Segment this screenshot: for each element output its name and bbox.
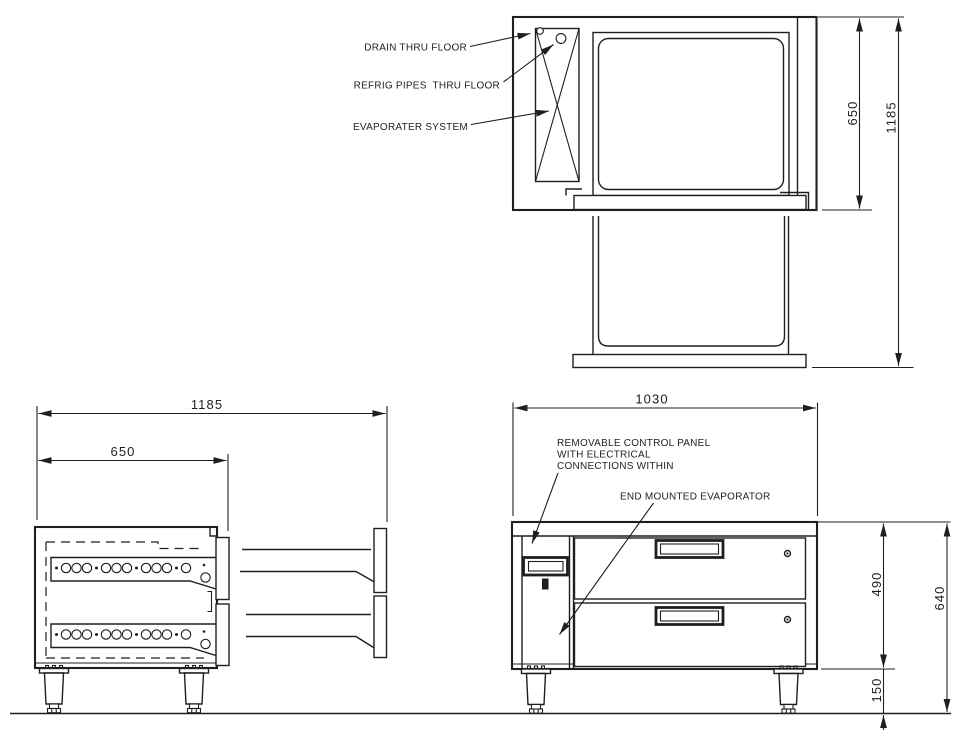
plan-rail-right-step [780, 191, 810, 210]
drawer1-handle [654, 539, 725, 559]
refrig-pipes-leader-arrow [503, 44, 554, 83]
plan-cavity [592, 31, 790, 197]
drain-hole [536, 27, 544, 35]
insulation-dashed-top [46, 541, 204, 550]
evaporator-callout-label: EVAPORATER SYSTEM [353, 122, 468, 133]
evaporator-leader-arrow [470, 109, 550, 126]
front-drawer-1 [573, 537, 807, 600]
front-dimensions: 1030 490 640 150 [512, 392, 951, 730]
control-panel-note-line2: WITH ELECTRICAL [557, 450, 651, 461]
front-view: REMOVABLE CONTROL PANEL WITH ELECTRICAL … [510, 392, 951, 730]
refrig-pipes-callout-label: REFRIG PIPES THRU FLOOR [354, 81, 500, 92]
dim-1185-side: 1185 [191, 397, 223, 412]
extended-drawer-1 [240, 527, 388, 594]
drawer1-lock [783, 549, 792, 558]
plan-rail-left-step [565, 188, 582, 196]
front-callouts: REMOVABLE CONTROL PANEL WITH ELECTRICAL … [531, 438, 771, 635]
dim-1185-plan: 1185 [884, 101, 899, 133]
plan-dimensions: 650 1185 [812, 16, 914, 369]
drain-leader-arrow [469, 32, 531, 48]
front-drawer-2 [573, 602, 807, 668]
refrig-pipes-hole [555, 33, 567, 44]
upper-drawer-slide [50, 556, 217, 590]
plan-open-drawer [572, 216, 807, 369]
control-slot [542, 578, 549, 590]
drain-callout-label: DRAIN THRU FLOOR [364, 43, 467, 54]
plan-callouts: DRAIN THRU FLOOR REFRIG PIPES THRU FLOOR… [353, 32, 554, 133]
side-drawer2-front [215, 603, 230, 667]
side-view: 1185 650 [33, 397, 388, 714]
dim-490: 490 [869, 572, 884, 597]
dim-650-plan: 650 [845, 101, 860, 126]
dim-1030: 1030 [635, 392, 668, 407]
plan-evaporator-compartment [534, 27, 580, 183]
dim-150: 150 [869, 678, 884, 703]
lower-drawer-slide [50, 623, 217, 657]
dim-640: 640 [932, 586, 947, 611]
end-evaporator-leader-arrow [559, 502, 654, 635]
drawer2-lock [783, 615, 792, 624]
end-evaporator-label: END MOUNTED EVAPORATOR [620, 492, 771, 503]
dim-650-side: 650 [111, 444, 136, 459]
side-drawer1-front [215, 536, 230, 601]
control-panel-note-line1: REMOVABLE CONTROL PANEL [557, 438, 711, 449]
extended-drawer-2 [246, 595, 388, 659]
plan-view: DRAIN THRU FLOOR REFRIG PIPES THRU FLOOR… [353, 15, 914, 369]
plan-front-rail [573, 194, 807, 211]
control-panel-unit [522, 556, 569, 590]
side-top-right-step [209, 527, 217, 537]
drawer2-handle [654, 606, 725, 626]
plan-drawer-front-plate [572, 353, 807, 369]
side-center-bracket [207, 590, 213, 613]
control-section-divider [568, 536, 575, 669]
control-panel-leader-arrow [531, 472, 559, 544]
control-panel-note-line3: CONNECTIONS WITHIN [557, 461, 674, 472]
front-body-outline [510, 520, 819, 671]
side-dimensions: 1185 650 [36, 397, 388, 531]
